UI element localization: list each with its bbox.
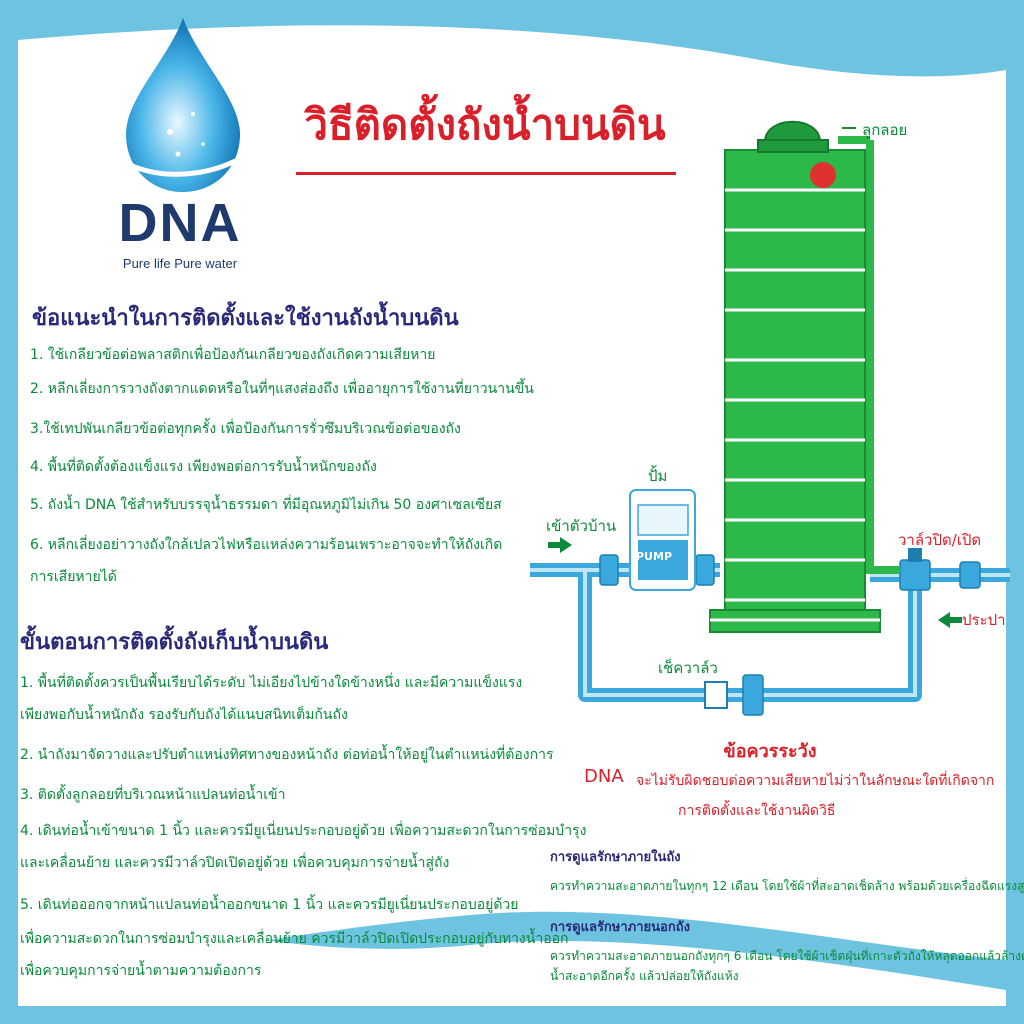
list-item: เพื่อความสะดวกในการซ่อมบำรุงและเคลื่อนย้… <box>20 931 569 947</box>
warning-line-2: การติดตั้งและใช้งานผิดวิธี <box>678 803 836 819</box>
house-label: เข้าตัวบ้าน <box>546 517 617 535</box>
list-item: 3.ใช้เทปพันเกลียวข้อต่อทุกครั้ง เพื่อป้อ… <box>30 421 461 437</box>
valve-handle <box>908 548 922 562</box>
advice-list: 1. ใช้เกลียวข้อต่อพลาสติกเพื่อป้องกันเกล… <box>30 346 540 596</box>
pump-text: PUMP <box>636 550 673 563</box>
warning-line-1: จะไม่รับผิดชอบต่อความเสียหายไม่ว่าในลักษ… <box>636 773 995 789</box>
list-item: การเสียหายได้ <box>30 569 117 585</box>
advice-heading: ข้อแนะนำในการติดตั้งและใช้งานถังน้ำบนดิน <box>32 306 459 331</box>
pipe-union <box>742 674 764 716</box>
check-valve-body <box>704 681 728 709</box>
list-item: เพียงพอกับน้ำหนักถัง รองรับกับถังได้แนบส… <box>20 707 348 723</box>
list-item: 3. ติดตั้งลูกลอยที่บริเวณหน้าแปลนท่อน้ำเ… <box>20 787 286 803</box>
list-item: 2. นำถังมาจัดวางและปรับตำแหน่งทิศทางของห… <box>20 747 554 763</box>
pump <box>629 489 696 591</box>
pump-label: ปั้ม <box>648 467 668 485</box>
pipe-union <box>599 554 619 586</box>
list-item: เพื่อควบคุมการจ่ายน้ำตามความต้องการ <box>20 963 262 979</box>
water-drop-logo-icon <box>126 18 250 192</box>
care-outside-title: การดูแลรักษาภายนอกถัง <box>550 920 690 935</box>
list-item: และเคลื่อนย้าย และควรมีวาล์วปิดเปิดอยู่ด… <box>20 855 450 871</box>
steps-heading: ขั้นตอนการติดตั้งถังเก็บน้ำบนดิน <box>20 630 329 655</box>
float-ball <box>810 162 836 188</box>
care-outside-text-2: น้ำสะอาดอีกครั้ง แล้วปล่อยให้ถังแห้ง <box>550 969 739 983</box>
arrow-left-icon <box>548 537 572 553</box>
list-item: 4. พื้นที่ติดตั้งต้องแข็งแรง เพียงพอต่อก… <box>30 459 377 475</box>
pipe-union <box>695 554 715 586</box>
arrow-left-icon <box>938 612 962 628</box>
title-underline <box>296 172 676 175</box>
pipe-union <box>959 561 981 589</box>
list-item: 1. ใช้เกลียวข้อต่อพลาสติกเพื่อป้องกันเกล… <box>30 347 436 363</box>
page-title: วิธีติดตั้งถังน้ำบนดิน <box>304 100 666 149</box>
care-inside-title: การดูแลรักษาภายในถัง <box>550 850 681 865</box>
check-valve-label: เช็ควาล์ว <box>658 659 718 677</box>
care-inside-text: ควรทำความสะอาดภายในทุกๆ 12 เดือน โดยใช้ผ… <box>550 879 1024 893</box>
brand-tagline: Pure life Pure water <box>122 256 238 271</box>
valve-body <box>899 559 931 591</box>
warning-brand: DNA <box>584 766 624 787</box>
list-item: 1. พื้นที่ติดตั้งควรเป็นพื้นเรียบได้ระดั… <box>20 675 523 691</box>
list-item: 4. เดินท่อน้ำเข้าขนาด 1 นิ้ว และควรมียูเ… <box>20 823 587 839</box>
list-item: 5. ถังน้ำ DNA ใช้สำหรับบรรจุน้ำธรรมดา ที… <box>30 497 502 513</box>
mains-label: ประปา <box>962 611 1006 629</box>
valve-label: วาล์วปิด/เปิด <box>898 531 982 549</box>
brand-logo-text: DNA <box>118 193 242 253</box>
warning-title: ข้อควรระวัง <box>723 741 817 762</box>
list-item: 6. หลีกเลี่ยงอย่าวางถังใกล้เปลวไฟหรือแหล… <box>30 537 503 553</box>
care-outside-text-1: ควรทำความสะอาดภายนอกถังทุกๆ 6 เดือน โดยใ… <box>550 949 1024 963</box>
water-tank <box>709 120 900 633</box>
float-label: ลูกลอย <box>862 121 908 139</box>
steps-list: 1. พื้นที่ติดตั้งควรเป็นพื้นเรียบได้ระดั… <box>20 674 586 979</box>
installation-diagram <box>530 120 1010 716</box>
list-item: 2. หลีกเลี่ยงการวางถังตากแดดหรือในที่ๆแส… <box>30 381 534 397</box>
list-item: 5. เดินท่อออกจากหน้าแปลนท่อน้ำออกขนาด 1 … <box>20 897 519 913</box>
